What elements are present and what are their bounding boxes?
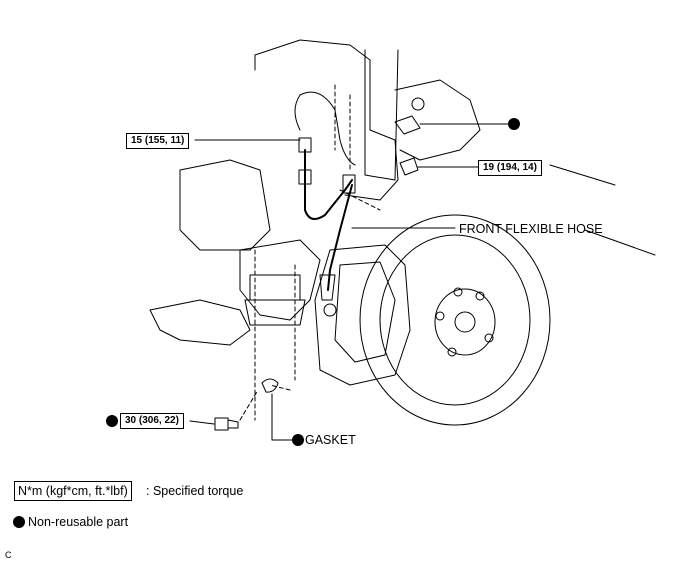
strut-bracket <box>394 79 481 161</box>
flexible-hose-upper <box>304 149 353 220</box>
torque-right-box: 19 (194, 14) <box>478 160 542 176</box>
non-reusable-dot-clip <box>508 118 520 130</box>
body-panel-outline <box>254 39 399 201</box>
bracket-bolt <box>399 157 419 176</box>
caliper-inner <box>334 261 396 363</box>
legend-non-reusable-text: Non-reusable part <box>28 515 129 529</box>
brake-disc-outer <box>359 214 551 426</box>
gasket-label: GASKET <box>305 433 356 447</box>
brake-caliper <box>314 244 411 386</box>
non-reusable-dot-bolt <box>106 415 118 427</box>
alignment-lines <box>239 84 381 421</box>
ball-joint-outline <box>249 274 301 301</box>
legend-torque-unit-box: N*m (kgf*cm, ft.*lbf) <box>14 481 132 501</box>
leader-torque-bottom <box>189 420 215 425</box>
brake-disc-inner <box>379 234 531 406</box>
hose-fitting-top <box>298 137 312 153</box>
lower-arm-outline <box>149 299 251 346</box>
hub-stud-3 <box>447 347 457 357</box>
hub-stud-1 <box>475 291 485 301</box>
front-flexible-hose-label: FRONT FLEXIBLE HOSE <box>459 222 603 236</box>
strut-outline <box>364 49 399 181</box>
body-outline-left <box>179 159 271 251</box>
legend-torque-desc: : Specified torque <box>146 484 244 498</box>
ball-joint-lower <box>244 299 306 326</box>
body-line-right-2 <box>584 229 656 256</box>
torque-top-box: 15 (155, 11) <box>126 133 190 149</box>
hub-stud-5 <box>453 287 463 297</box>
hose-end-fitting <box>319 274 336 301</box>
torque-bottom-box: 30 (306, 22) <box>120 413 184 429</box>
footer-code: C <box>5 550 12 560</box>
hose-fitting-mid <box>298 169 312 185</box>
flexible-hose-lower <box>327 184 353 291</box>
legend-non-reusable-dot <box>13 516 25 528</box>
union-bolt <box>214 417 239 431</box>
leader-gasket <box>271 393 293 441</box>
strut-bolt-hole <box>411 97 425 111</box>
hose-bracket <box>342 174 356 194</box>
hose-clip <box>394 115 421 135</box>
body-line-right <box>549 164 616 186</box>
caliper-bolt <box>323 303 337 317</box>
hub-center <box>454 311 476 333</box>
hub-stud-4 <box>435 311 445 321</box>
hub-stud-2 <box>484 333 494 343</box>
gasket-part <box>261 378 279 393</box>
brake-line <box>294 91 356 166</box>
non-reusable-dot-gasket <box>292 434 304 446</box>
brake-hub <box>434 288 496 356</box>
knuckle-outline <box>239 239 321 321</box>
